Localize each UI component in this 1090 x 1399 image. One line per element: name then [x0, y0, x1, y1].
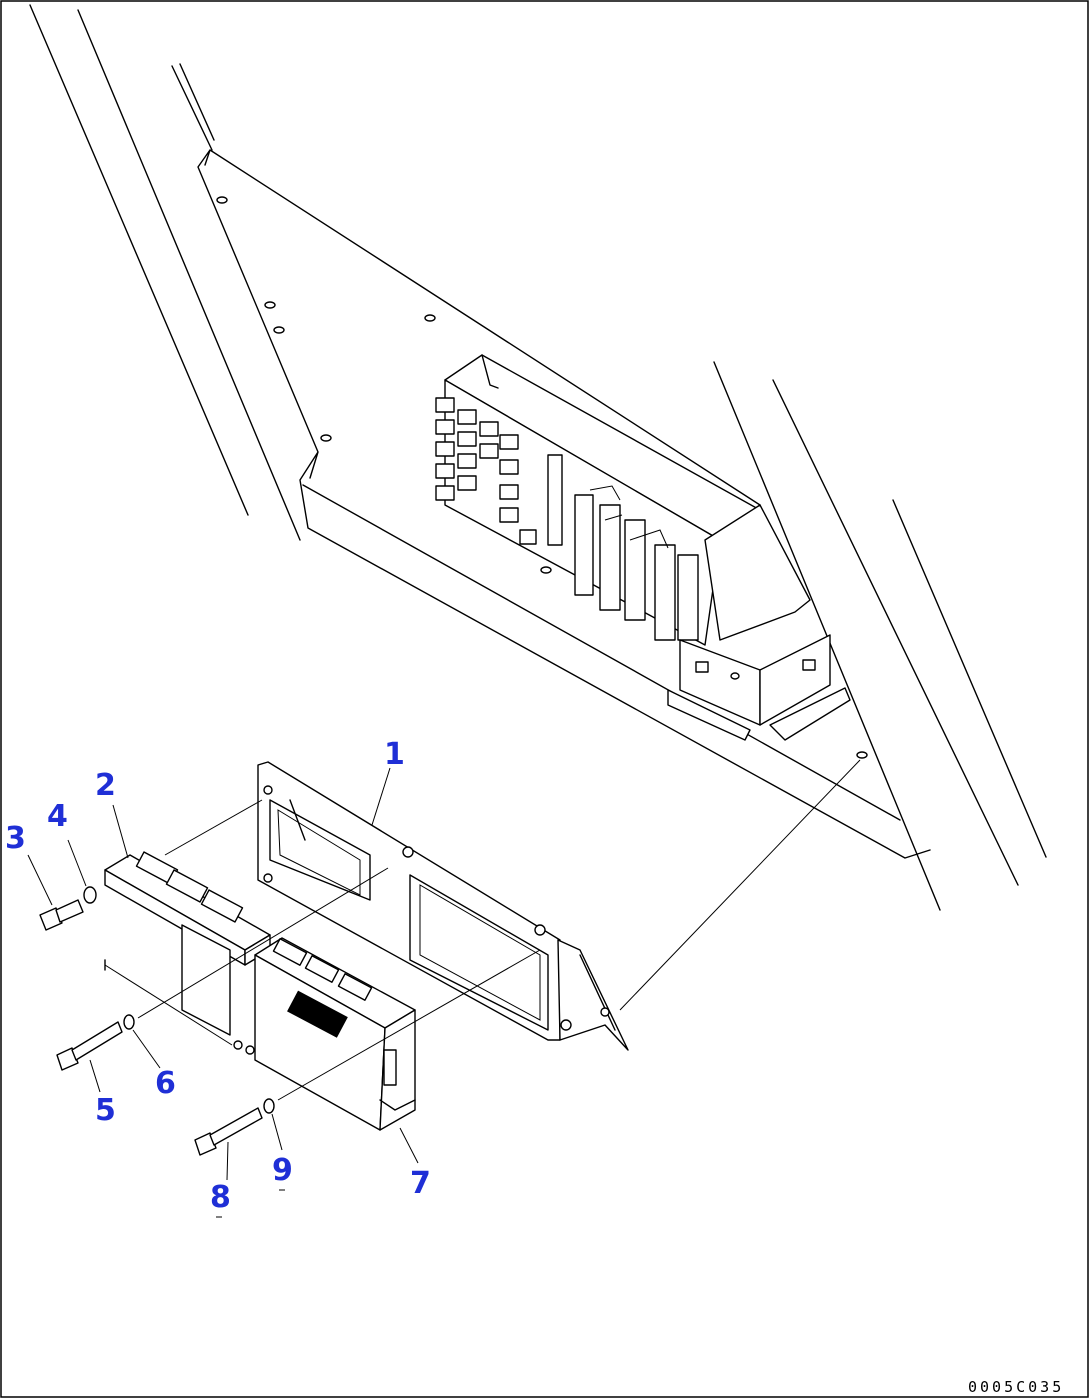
- callout-9: 9: [272, 1153, 293, 1188]
- part-2-controller: [104, 851, 271, 1036]
- mounting-panel: [197, 149, 931, 859]
- callout-2: 2: [95, 768, 116, 803]
- callout-6: 6: [155, 1066, 176, 1101]
- callout-5: 5: [95, 1093, 116, 1128]
- part-5-bolt: [56, 1021, 123, 1071]
- callout-leaders: [27, 767, 419, 1181]
- fuse-relay-block: [435, 354, 811, 646]
- callout-4: 4: [47, 799, 68, 834]
- callout-7: 7: [410, 1166, 431, 1201]
- callout-3: 3: [5, 821, 26, 856]
- part-3-bolt: [39, 899, 84, 931]
- leader-panel-to-bracket: [619, 759, 861, 1011]
- part-9-washer: [263, 1098, 275, 1114]
- drawing-code: 0005C035: [968, 1378, 1064, 1396]
- fastener-leader-lines: [104, 799, 541, 1101]
- part-4-washer: [83, 886, 97, 904]
- part-8-bolt: [194, 1107, 263, 1156]
- callout-1: 1: [384, 737, 405, 772]
- part-6-washer: [123, 1014, 135, 1030]
- part-1-bracket: [257, 761, 629, 1051]
- callout-8: 8: [210, 1180, 231, 1215]
- part-7-controller: [233, 937, 416, 1131]
- relay-block-bracket: [667, 634, 851, 741]
